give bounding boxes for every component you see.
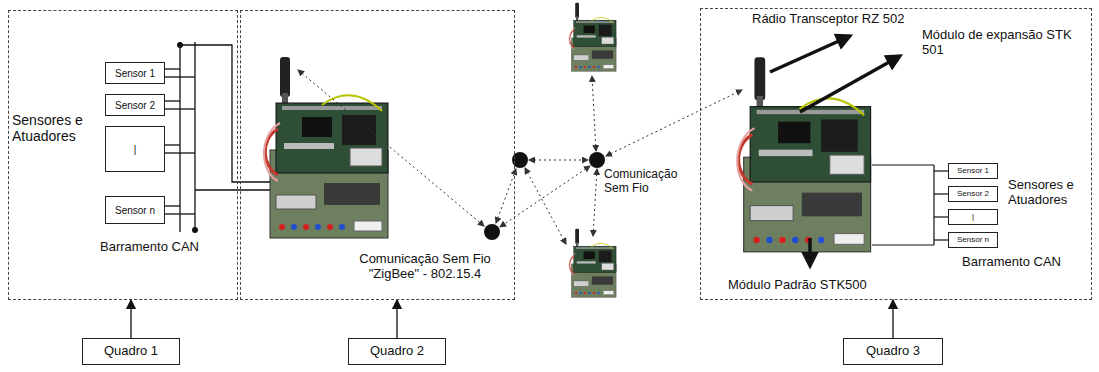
frame-label-box: Quadro 1 xyxy=(82,338,180,365)
group-label: Sensores e Atuadores xyxy=(12,112,100,144)
sensor-box: | xyxy=(105,126,165,172)
part-label: Módulo de expansão STK 501 xyxy=(922,28,1072,58)
connector-arrow xyxy=(130,300,131,338)
bus-label: Barramento CAN xyxy=(100,240,199,255)
box-text: Quadro 3 xyxy=(866,344,920,358)
box-text: Sensor 1 xyxy=(115,68,155,79)
dashed-frame: Sensores e AtuadoresBarramento CAN Sensor… xyxy=(8,10,238,300)
sensor-box: Sensor n xyxy=(105,196,165,224)
dashed-frame: Rádio Transceptor RZ 502Módulo de expans… xyxy=(700,8,1092,300)
frame-label-box: Quadro 3 xyxy=(843,338,943,365)
sensor-box: Sensor 1 xyxy=(948,163,998,179)
frame-label-box: Quadro 2 xyxy=(348,338,446,365)
sensor-box: Sensor 2 xyxy=(105,94,165,116)
box-text: Sensor n xyxy=(957,236,989,245)
box-text: Sensor 2 xyxy=(957,190,989,199)
sensor-box: Sensor n xyxy=(948,232,998,248)
dashed-frame: Comunicação Sem Fio "ZigBee" - 802.15.4 xyxy=(240,10,515,300)
box-text: Quadro 2 xyxy=(370,344,424,358)
network-label: Comunicação Sem Fio "ZigBee" - 802.15.4 xyxy=(340,252,510,282)
bus-label: Barramento CAN xyxy=(962,255,1061,270)
connector-arrow xyxy=(892,300,893,338)
part-label: Módulo Padrão STK500 xyxy=(728,278,867,293)
part-label: Rádio Transceptor RZ 502 xyxy=(752,12,904,27)
connector-arrow xyxy=(396,300,397,338)
box-text: | xyxy=(972,213,974,222)
network-label: Comunicação Sem Fio xyxy=(604,168,676,196)
sensor-box: Sensor 1 xyxy=(105,62,165,84)
box-text: | xyxy=(134,144,137,155)
group-label: Sensores e Atuadores xyxy=(1008,178,1088,208)
sensor-box: Sensor 2 xyxy=(948,186,998,202)
box-text: Quadro 1 xyxy=(104,344,158,358)
box-text: Sensor n xyxy=(115,205,155,216)
box-text: Sensor 1 xyxy=(957,167,989,176)
sensor-box: | xyxy=(948,209,998,225)
box-text: Sensor 2 xyxy=(115,100,155,111)
